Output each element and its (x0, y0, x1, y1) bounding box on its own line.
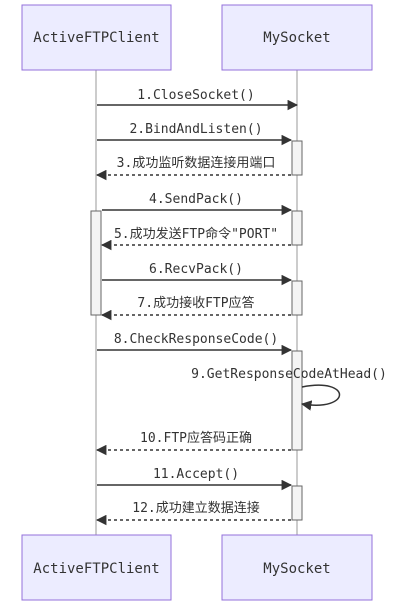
message-2-label: 2.BindAndListen() (129, 122, 262, 137)
message-1-label: 1.CloseSocket() (137, 88, 254, 103)
activation-socket-recv (291, 280, 303, 316)
actor-client-top (21, 4, 172, 71)
message-4-label: 4.SendPack() (149, 192, 243, 207)
message-5-label: 5.成功发送FTP命令"PORT" (114, 226, 278, 242)
actor-socket-bottom-label: MySocket (263, 561, 330, 577)
actor-socket-top (221, 4, 373, 71)
message-6-label: 6.RecvPack() (149, 262, 243, 277)
activation-socket-accept (291, 485, 303, 521)
activation-client-sendrecv (90, 210, 102, 316)
actor-client-top-label: ActiveFTPClient (33, 30, 159, 46)
message-3-label: 3.成功监听数据连接用端口 (117, 155, 276, 171)
activation-socket-send (291, 210, 303, 246)
message-11-label: 11.Accept() (153, 467, 239, 482)
actor-socket-top-label: MySocket (263, 30, 330, 46)
message-7-label: 7.成功接收FTP应答 (137, 295, 254, 311)
activation-socket-check (291, 350, 303, 451)
actor-client-bottom (21, 534, 172, 601)
message-12-label: 12.成功建立数据连接 (132, 500, 259, 516)
message-8-label: 8.CheckResponseCode() (114, 332, 278, 347)
activation-socket-bind (291, 140, 303, 176)
message-10-label: 10.FTP应答码正确 (140, 430, 252, 446)
actor-socket-bottom (221, 534, 373, 601)
message-9-label: 9.GetResponseCodeAtHead() (191, 367, 387, 382)
message-9-arrow (300, 384, 341, 411)
actor-client-bottom-label: ActiveFTPClient (33, 561, 159, 577)
